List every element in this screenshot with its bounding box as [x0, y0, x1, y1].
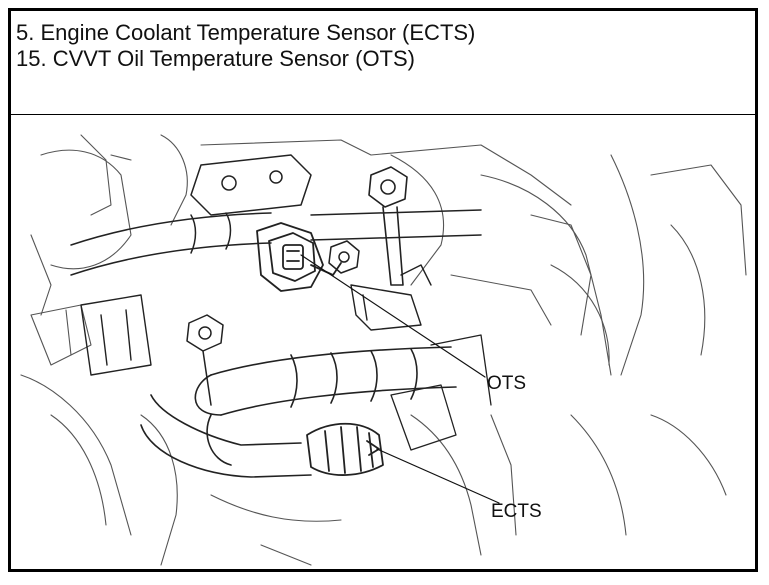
- lower-pipe: [194, 346, 457, 416]
- engine-line-drawing: [20, 134, 747, 566]
- ots-leader-line: [300, 254, 486, 378]
- left-mount: [80, 294, 152, 376]
- caption-line-ects: 5. Engine Coolant Temperature Sensor (EC…: [16, 20, 476, 45]
- ects-leader-line: [376, 448, 500, 504]
- ots-callout-label: OTS: [487, 373, 527, 394]
- bolt-left: [186, 314, 224, 406]
- upper-pipe: [70, 209, 482, 276]
- engine-block-outline: [20, 134, 747, 566]
- caption-line-ots: 15. CVVT Oil Temperature Sensor (OTS): [16, 46, 415, 71]
- ots-sensor: [256, 222, 342, 292]
- caption-box: 5. Engine Coolant Temperature Sensor (EC…: [11, 11, 755, 115]
- lower-hose: [140, 394, 312, 478]
- diagram-frame: 5. Engine Coolant Temperature Sensor (EC…: [8, 8, 758, 572]
- right-bracket: [390, 334, 492, 451]
- upper-bracket: [190, 154, 312, 216]
- ects-callout-label: ECTS: [491, 501, 542, 522]
- bolt-top: [368, 166, 408, 286]
- engine-illustration: OTS ECTS: [11, 115, 755, 569]
- ects-sensor: [306, 422, 384, 476]
- bolt-mid: [328, 240, 360, 274]
- mid-bracket: [350, 264, 432, 331]
- leader-lines: [300, 254, 500, 504]
